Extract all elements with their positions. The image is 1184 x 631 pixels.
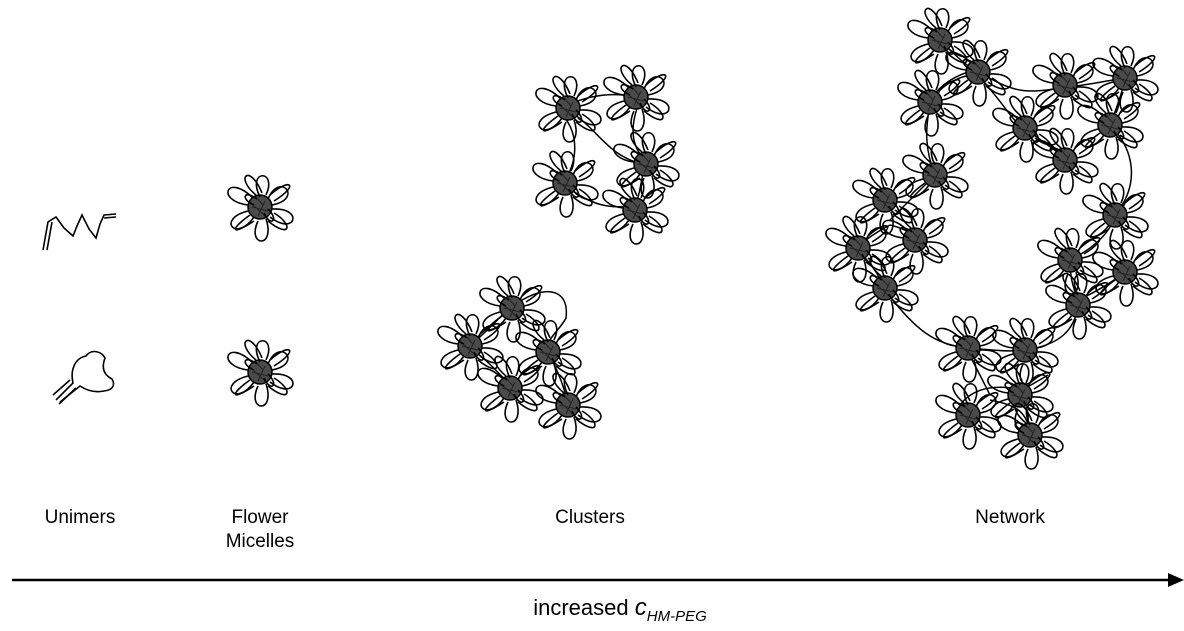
axis-label-subscript: HM-PEG — [646, 608, 707, 625]
label-unimers: Unimers — [20, 506, 140, 530]
label-unimers-text: Unimers — [44, 507, 116, 528]
label-flower-micelles: Flower Micelles — [200, 506, 320, 554]
concentration-axis-arrow — [12, 573, 1184, 587]
axis-label-prefix: increased — [533, 595, 629, 620]
axis-label-variable: c — [634, 594, 647, 621]
flower-micelle-2 — [227, 339, 294, 407]
label-network: Network — [940, 506, 1080, 530]
flower-micelle-1 — [227, 174, 294, 242]
cluster-2 — [437, 275, 602, 440]
label-flower-line1: Flower — [231, 507, 289, 528]
label-clusters-text: Clusters — [555, 507, 625, 528]
unimer-looped-icon — [52, 350, 115, 405]
unimer-linear-icon — [42, 213, 117, 251]
cluster-1 — [532, 64, 680, 245]
label-clusters: Clusters — [530, 506, 650, 530]
axis-label: increased cHM-PEG — [470, 594, 770, 625]
network — [825, 7, 1159, 470]
label-network-text: Network — [975, 507, 1045, 528]
label-flower-line2: Micelles — [225, 531, 295, 552]
